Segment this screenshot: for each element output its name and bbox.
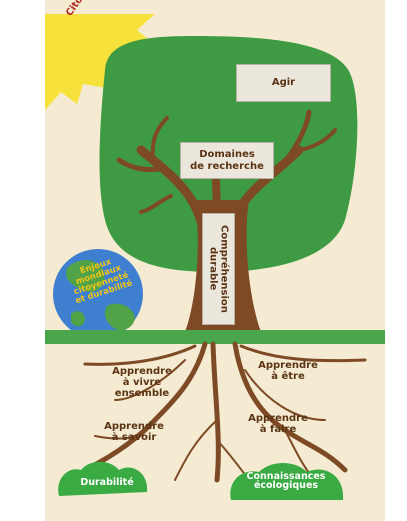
connaissances-label: Connaissances écologiques [234, 472, 338, 490]
root-label-vivre: Apprendre à vivre ensemble [102, 366, 182, 399]
root-label-etre: Apprendre à être [248, 360, 328, 382]
trunk-box: Compréhension durable [202, 213, 235, 325]
canopy-box: Agir [236, 64, 331, 102]
durabilite-label: Durabilité [72, 478, 142, 487]
branch-box: Domaines de recherche [180, 142, 274, 179]
grass-line [45, 330, 385, 344]
root-label-savoir: Apprendre à savoir [94, 421, 174, 443]
root-label-faire: Apprendre à faire [238, 413, 318, 435]
